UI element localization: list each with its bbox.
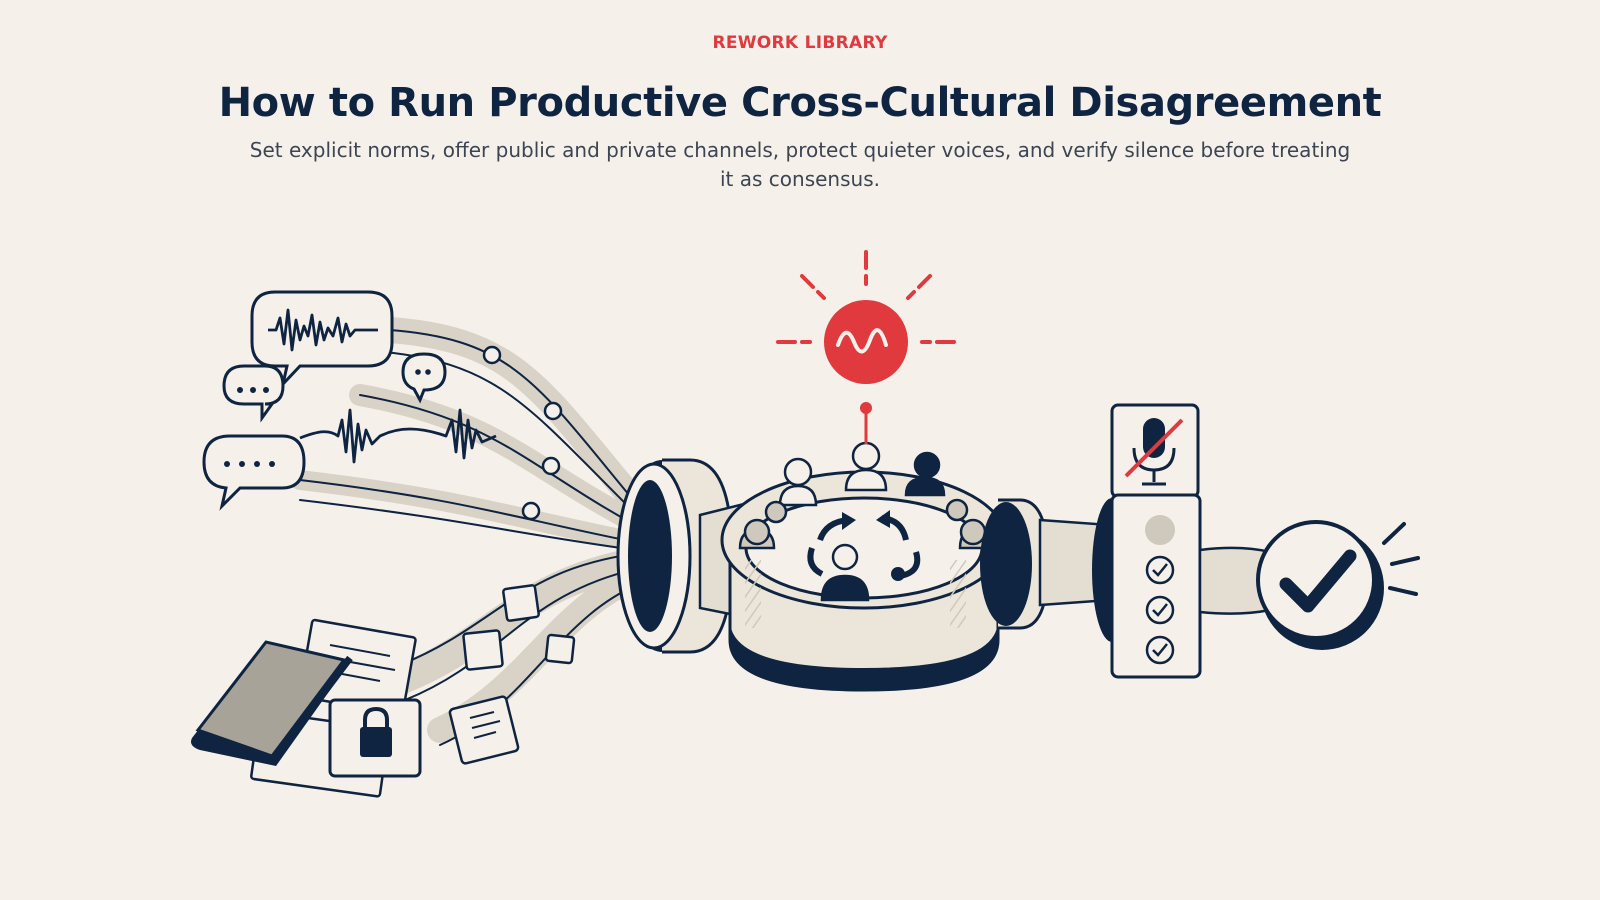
upper-channel-cables	[290, 317, 663, 555]
speech-bubble-icon	[401, 352, 447, 404]
outlet-ring	[980, 498, 1132, 642]
waveform-icon	[268, 308, 378, 352]
checkmark-icon	[1256, 520, 1420, 650]
padlock-icon	[328, 698, 422, 778]
waveform-icon	[299, 408, 497, 464]
people-icon	[738, 441, 992, 602]
notebook-icon	[191, 640, 353, 766]
lower-channel-cables	[385, 545, 665, 746]
speech-bubble-icon	[250, 290, 394, 389]
speech-bubble-icon	[222, 364, 285, 423]
document-icon	[448, 584, 576, 765]
article-title: How to Run Productive Cross-Cultural Dis…	[218, 80, 1382, 126]
cable-nodes	[482, 345, 563, 521]
library-label: REWORK LIBRARY	[712, 33, 888, 53]
muted-microphone-icon	[1124, 418, 1184, 486]
speech-bubble-icon	[202, 434, 306, 511]
silence-check-panel	[1110, 403, 1202, 679]
signal-icon	[776, 250, 956, 444]
article-subtitle: Set explicit norms, offer public and pri…	[249, 138, 1351, 191]
